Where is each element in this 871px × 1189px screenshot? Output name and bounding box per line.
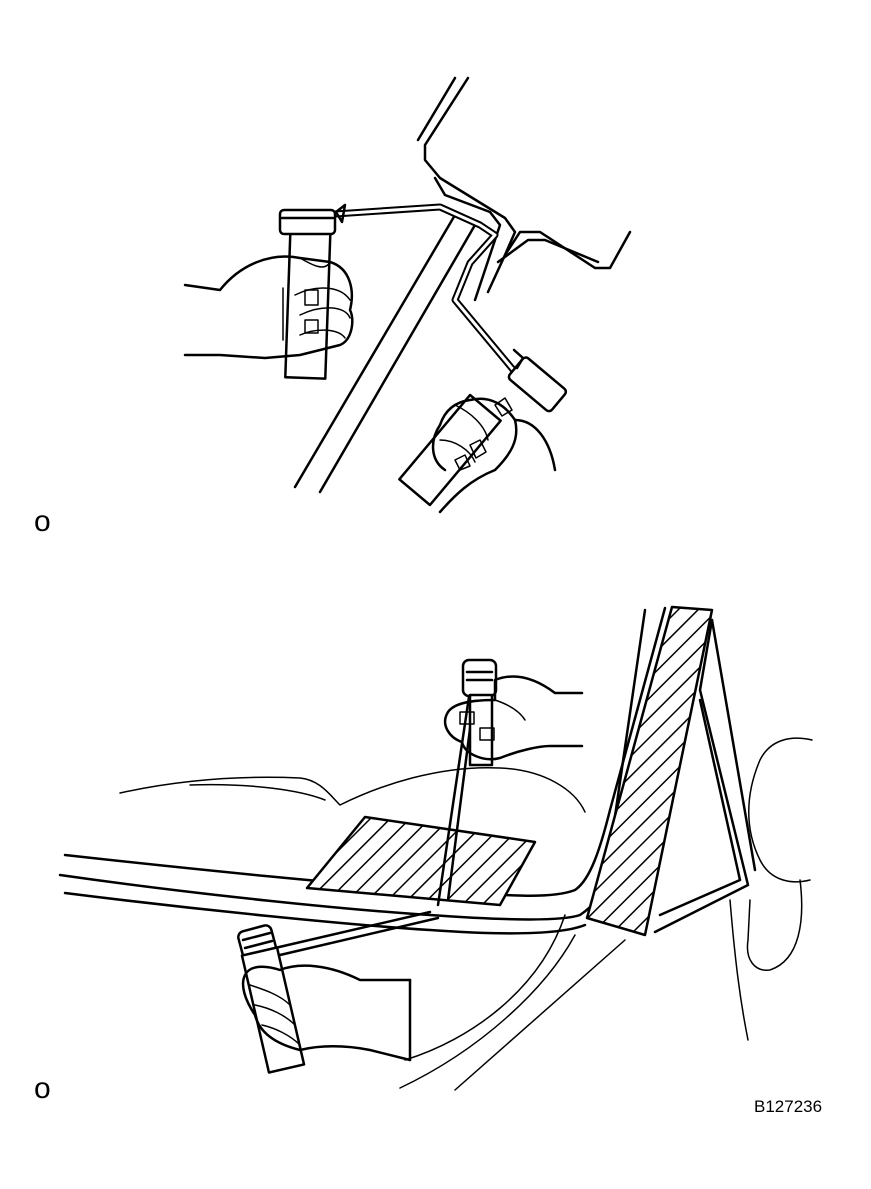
top-panel bbox=[183, 76, 632, 514]
wire-handle-right bbox=[398, 348, 568, 507]
dashboard bbox=[119, 766, 586, 813]
figure-code: B127236 bbox=[754, 1097, 823, 1116]
wire-handle-left bbox=[278, 203, 347, 380]
bottom-panel bbox=[58, 605, 813, 1091]
dashboard-protective-tape bbox=[305, 815, 537, 907]
wire-handle-bottom-upper bbox=[461, 658, 498, 767]
hand-bottom-lower bbox=[241, 964, 412, 1062]
piano-wire bbox=[331, 203, 519, 376]
pillar-protective-tape bbox=[585, 605, 714, 937]
hand-left-top bbox=[183, 255, 354, 360]
hood-lines bbox=[399, 914, 626, 1091]
hand-right-top bbox=[431, 397, 557, 514]
step-marker-top: o bbox=[34, 505, 51, 538]
step-marker-bottom: o bbox=[34, 1072, 51, 1105]
hand-bottom-upper bbox=[443, 675, 584, 761]
door-frame bbox=[653, 618, 813, 1041]
piano-wire-bottom bbox=[273, 688, 477, 957]
roof-frame bbox=[416, 76, 632, 302]
